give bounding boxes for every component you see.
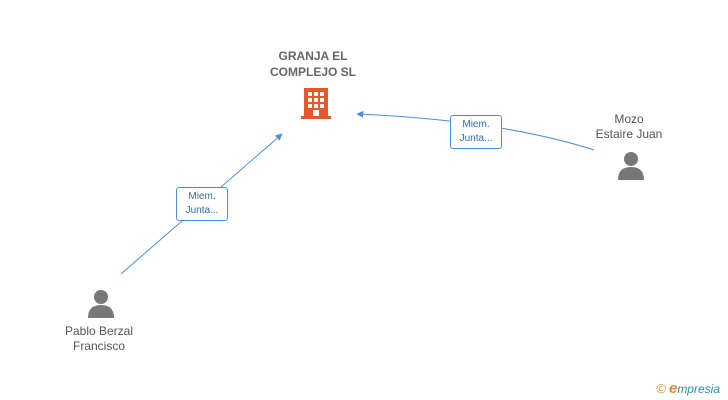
person-icon[interactable]: [616, 150, 646, 180]
edge-label-mozo[interactable]: Miem. Junta...: [450, 115, 502, 149]
copyright-icon: ©: [656, 380, 666, 396]
brand-footer[interactable]: © empresia: [656, 380, 720, 397]
person-name-mozo[interactable]: Mozo Estaire Juan: [595, 112, 663, 141]
edge-label-pablo[interactable]: Miem. Junta...: [176, 187, 228, 221]
person-name-pablo[interactable]: Pablo Berzal Francisco: [64, 324, 134, 353]
brand-name: mpresia: [677, 381, 720, 396]
building-icon[interactable]: [300, 86, 332, 120]
company-name[interactable]: GRANJA EL COMPLEJO SL: [269, 49, 356, 79]
brand-logo: empresia: [669, 380, 720, 397]
person-icon[interactable]: [86, 288, 116, 318]
brand-initial: e: [668, 379, 678, 397]
